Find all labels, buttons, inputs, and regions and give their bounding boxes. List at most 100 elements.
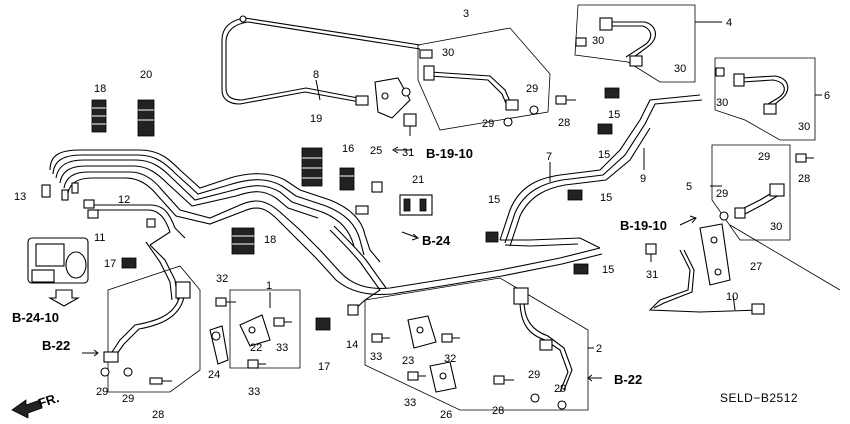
bolt-28-d (795, 153, 814, 163)
ref-b-19-10-b: B-19-10 (620, 218, 667, 233)
label-part-30-a: 30 (442, 47, 454, 59)
label-part-15-b: 15 (598, 149, 610, 161)
clip-15-e (573, 263, 589, 275)
label-part-25: 25 (370, 145, 382, 157)
bolt-32-b (441, 333, 460, 343)
label-part-24: 24 (208, 369, 220, 381)
diagram-code: SELD−B2512 (720, 391, 798, 405)
bracket-25 (374, 77, 411, 119)
ref-b-19-10-a: B-19-10 (426, 146, 473, 161)
label-part-17-b: 17 (318, 361, 330, 373)
label-part-27: 27 (750, 261, 762, 273)
label-part-15-e: 15 (602, 264, 614, 276)
pipe-clip-19 (301, 147, 323, 187)
leader-lines (269, 21, 822, 349)
label-part-20: 20 (140, 69, 152, 81)
main-pipe-harness (41, 94, 703, 316)
bolt-28-c (555, 95, 576, 105)
box-1 (229, 289, 301, 369)
label-part-22: 22 (250, 342, 262, 354)
box-5 (711, 144, 791, 241)
bracket-27 (699, 223, 731, 286)
label-part-4: 4 (726, 17, 732, 29)
box-left-lower (100, 265, 201, 393)
box-2 (364, 277, 589, 411)
box-6 (714, 57, 816, 141)
label-part-32-a: 32 (216, 273, 228, 285)
label-part-33-c: 33 (370, 351, 382, 363)
bolt-33-b (247, 359, 266, 369)
clip-15-c (567, 189, 583, 201)
label-part-12: 12 (118, 194, 130, 206)
label-part-29-h: 29 (554, 383, 566, 395)
joint-21 (399, 194, 433, 216)
label-part-17-a: 17 (104, 258, 116, 270)
ref-b-24-10: B-24-10 (12, 310, 59, 325)
brake-pipe-8 (221, 15, 421, 106)
clip-17-a (121, 257, 137, 269)
label-part-33-b: 33 (248, 386, 260, 398)
label-part-15-a: 15 (608, 109, 620, 121)
label-part-26: 26 (440, 409, 452, 421)
ref-b-24: B-24 (422, 233, 451, 248)
label-part-28-c: 28 (558, 117, 570, 129)
pipe-clip-20 (137, 99, 155, 137)
clip-17-b (315, 317, 331, 331)
label-part-33-a: 33 (276, 342, 288, 354)
ref-b-22-right: B-22 (614, 372, 642, 387)
label-part-19: 19 (310, 113, 322, 125)
label-part-1: 1 (266, 280, 272, 292)
label-part-21: 21 (412, 174, 424, 186)
label-part-30-b: 30 (592, 35, 604, 47)
bolt-31-b (645, 243, 657, 262)
label-part-29-c: 29 (482, 118, 494, 130)
label-part-30-f: 30 (770, 221, 782, 233)
bracket-24 (209, 325, 229, 365)
front-label: FR. (36, 390, 61, 411)
label-part-2: 2 (596, 343, 602, 355)
bolt-28-a (149, 377, 172, 385)
label-part-29-b: 29 (122, 393, 134, 405)
front-direction-arrow (11, 399, 43, 419)
label-part-14: 14 (346, 339, 358, 351)
ref-b-22-left: B-22 (42, 338, 70, 353)
label-part-18-a: 18 (94, 83, 106, 95)
label-part-30-c: 30 (674, 63, 686, 75)
label-part-8: 8 (313, 69, 319, 81)
label-part-29-d: 29 (526, 83, 538, 95)
label-part-29-a: 29 (96, 386, 108, 398)
label-part-33-d: 33 (404, 397, 416, 409)
label-part-7: 7 (546, 151, 552, 163)
box-3 (417, 27, 551, 131)
label-part-15-c: 15 (600, 192, 612, 204)
label-part-29-e: 29 (758, 151, 770, 163)
clip-15-b (597, 123, 613, 135)
brake-pipe-10 (648, 224, 841, 315)
pipe-clip-18b (231, 227, 255, 255)
label-part-18-b: 18 (264, 234, 276, 246)
pipe-clip-18 (91, 99, 107, 133)
bracket-26 (429, 361, 457, 393)
label-part-13: 13 (14, 191, 26, 203)
bolt-32-a (215, 297, 236, 307)
label-part-31-b: 31 (646, 269, 658, 281)
label-part-28-b: 28 (492, 405, 504, 417)
label-part-10: 10 (726, 291, 738, 303)
bolt-33-a (273, 317, 292, 327)
label-part-30-d: 30 (716, 97, 728, 109)
clip-15-d (485, 231, 499, 243)
label-part-3: 3 (463, 8, 469, 20)
clip-15-a (604, 87, 620, 99)
label-part-28-a: 28 (152, 409, 164, 421)
label-part-11: 11 (94, 232, 105, 244)
label-part-23: 23 (402, 355, 414, 367)
label-part-29-f: 29 (716, 188, 728, 200)
abs-modulator (27, 237, 89, 284)
label-part-15-d: 15 (488, 194, 500, 206)
bolt-31-a (403, 113, 417, 136)
label-part-31-a: 31 (402, 147, 414, 159)
label-part-30-e: 30 (798, 121, 810, 133)
label-part-16: 16 (342, 143, 354, 155)
